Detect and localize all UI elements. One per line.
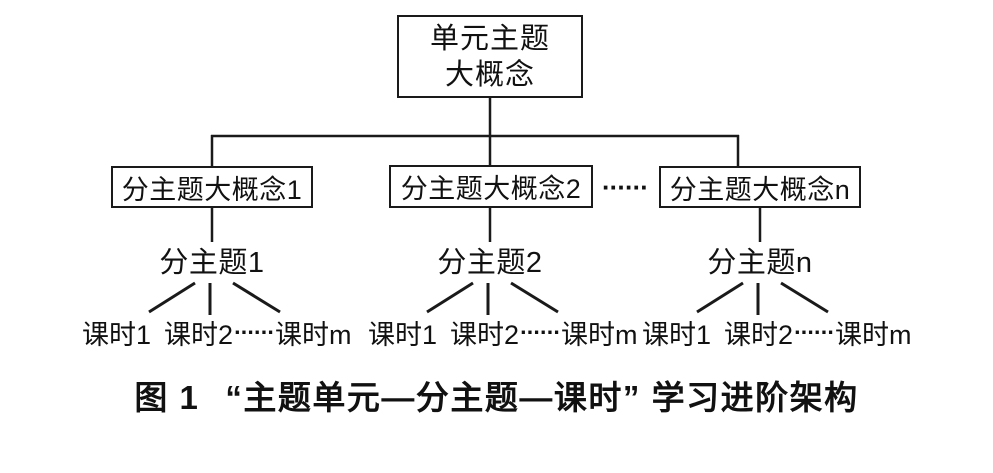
concept-box-1: 分主题大概念1 (111, 166, 313, 208)
lesson-n-2: 课时2 (724, 320, 794, 350)
lesson-ellipsis-1: ······ (234, 319, 275, 345)
subtheme-label-2: 分主题2 (437, 247, 543, 279)
level2-ellipsis: ······ (602, 172, 649, 202)
lesson-n-1: 课时1 (642, 320, 712, 350)
concept-box-2-label: 分主题大概念2 (400, 174, 582, 204)
figure-caption: 图 1 “主题单元—分主题—课时” 学习进阶架构 (0, 371, 993, 419)
lesson-1-1: 课时1 (82, 320, 152, 350)
concept-box-1-label: 分主题大概念1 (121, 174, 303, 205)
concept-box-n-label: 分主题大概念n (669, 174, 851, 205)
figure-caption-title: “主题单元—分主题—课时” 学习进阶架构 (225, 379, 859, 416)
lessons-row-2: 课时1 课时2 ······ 课时m (368, 313, 638, 352)
lessons-row-1: 课时1 课时2 ······ 课时m (82, 313, 352, 352)
lesson-ellipsis-2: ······ (520, 319, 561, 345)
subtheme-label-n: 分主题n (707, 247, 813, 279)
lesson-1-m: 课时m (275, 320, 352, 350)
figure-caption-number: 图 1 (134, 379, 200, 416)
lesson-2-2: 课时2 (450, 320, 520, 350)
concept-box-n: 分主题大概念n (659, 166, 861, 208)
lessons-row-n: 课时1 课时2 ······ 课时m (642, 313, 912, 352)
lesson-2-1: 课时1 (368, 320, 438, 350)
lesson-2-m: 课时m (561, 320, 638, 350)
root-node-line2: 大概念 (444, 58, 535, 91)
root-node-line1: 单元主题 (429, 22, 550, 55)
subtheme-label-1: 分主题1 (159, 247, 265, 279)
lesson-n-m: 课时m (835, 320, 912, 350)
concept-box-2: 分主题大概念2 (389, 165, 593, 208)
root-node-unit-theme-big-concept: 单元主题 大概念 (397, 15, 583, 98)
lesson-ellipsis-n: ······ (794, 319, 835, 345)
lesson-1-2: 课时2 (164, 320, 234, 350)
